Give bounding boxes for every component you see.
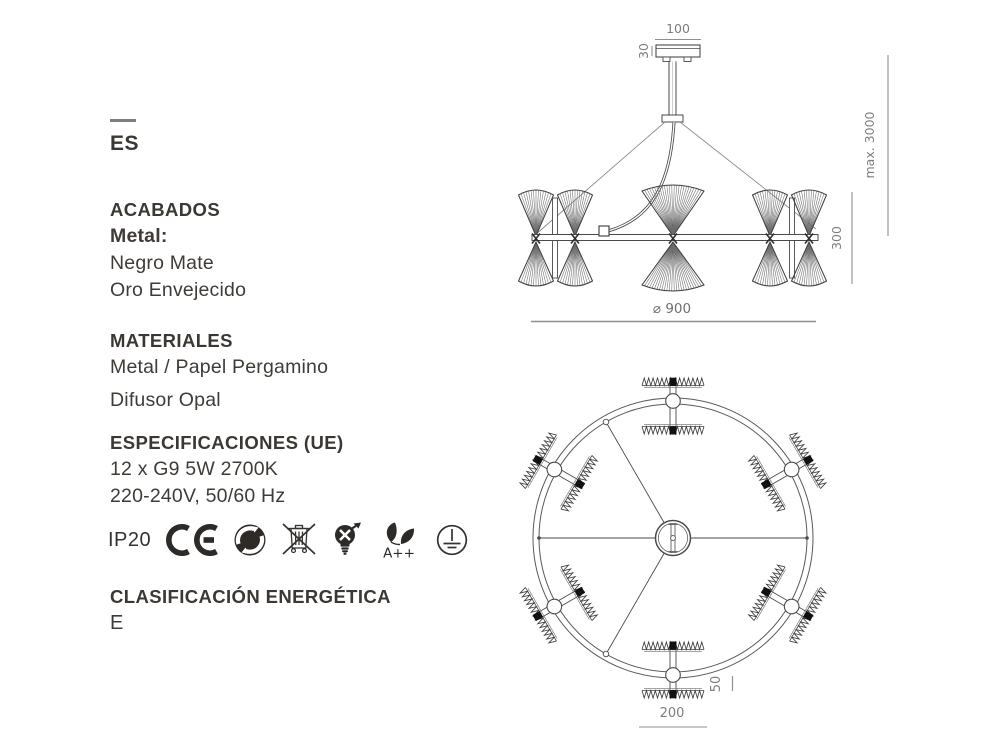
dim-diameter: ⌀ 900 xyxy=(653,301,691,317)
replaceable-bulb-icon xyxy=(335,522,362,555)
protective-earth-icon xyxy=(437,524,468,556)
section-especificaciones: ESPECIFICACIONES (UE) 12 x G9 5W 2700K 2… xyxy=(110,429,344,510)
ip-rating-label: IP20 xyxy=(108,528,152,551)
side-view-drawing: 100 30 300 max. 3000 ⌀ 900 xyxy=(517,21,889,323)
materiales-title: MATERIALES xyxy=(110,330,233,351)
dim-shade-depth: 50 xyxy=(709,676,724,693)
ce-mark-icon xyxy=(166,524,219,556)
section-materiales: MATERIALES Metal / Papel Pergamino Difus… xyxy=(110,327,328,414)
top-view-drawing: 50 200 xyxy=(518,376,828,728)
energy-leaves-a-plus-plus-icon: A++ xyxy=(383,522,415,560)
energy-class-text: A++ xyxy=(383,546,415,560)
language-dash xyxy=(110,119,136,122)
materiales-line: Metal / Papel Pergamino xyxy=(110,356,329,378)
acabados-line: Negro Mate xyxy=(110,252,214,274)
section-clasificacion: CLASIFICACIÓN ENERGÉTICA E xyxy=(110,583,391,637)
green-dot-recycling-icon xyxy=(234,524,266,556)
dim-canopy-width: 100 xyxy=(666,21,690,36)
acabados-line: Oro Envejecido xyxy=(110,279,247,301)
materiales-line: Difusor Opal xyxy=(110,389,221,411)
weee-crossed-out-bin-icon xyxy=(282,523,316,555)
dim-max-suspension: max. 3000 xyxy=(862,111,877,178)
clasificacion-value: E xyxy=(110,612,124,634)
dim-canopy-height: 30 xyxy=(636,43,651,59)
acabados-subtitle: Metal: xyxy=(110,225,168,247)
especificaciones-title: ESPECIFICACIONES (UE) xyxy=(110,432,344,453)
clasificacion-title: CLASIFICACIÓN ENERGÉTICA xyxy=(110,586,391,607)
dim-shade-height: 300 xyxy=(829,226,844,250)
acabados-title: ACABADOS xyxy=(110,199,221,220)
especificaciones-line: 220-240V, 50/60 Hz xyxy=(110,485,286,507)
especificaciones-line: 12 x G9 5W 2700K xyxy=(110,458,278,480)
language-code: ES xyxy=(110,132,140,155)
dim-shade-width: 200 xyxy=(660,706,685,721)
section-acabados: ACABADOS Metal: Negro Mate Oro Envejecid… xyxy=(110,196,246,304)
certification-icons-row: IP20 xyxy=(108,521,469,559)
